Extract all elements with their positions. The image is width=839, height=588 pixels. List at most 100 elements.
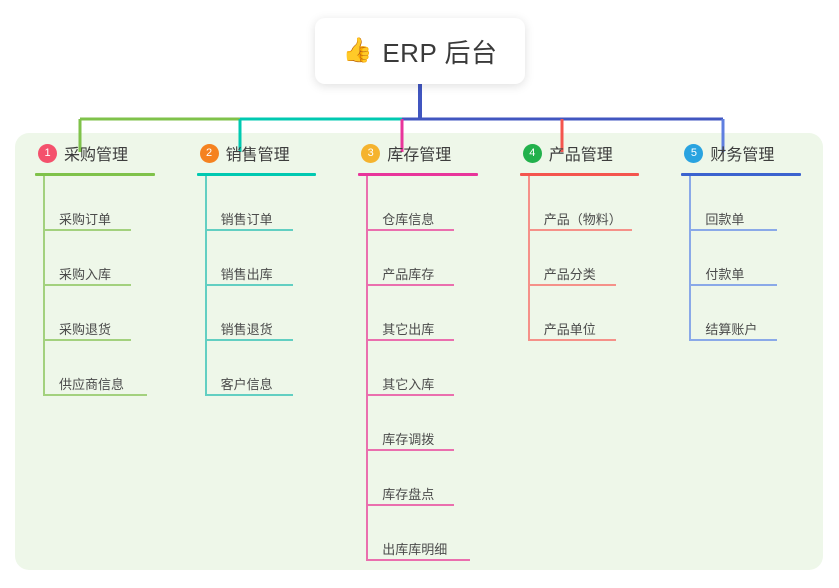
column-items: 产品（物料） 产品分类产品单位: [527, 176, 662, 341]
menu-item-label: 库存盘点: [382, 487, 435, 502]
menu-item[interactable]: 采购订单: [43, 176, 177, 231]
menu-item-rule: [366, 229, 455, 231]
column-title: 采购管理: [64, 147, 129, 164]
column-header-rule: [358, 173, 478, 176]
menu-item-rule: [689, 339, 778, 341]
column-header-产品管理[interactable]: 4 产品管理: [500, 133, 662, 173]
column-index-badge: 2: [199, 143, 219, 163]
column-header-采购管理[interactable]: 1 采购管理: [15, 133, 177, 173]
menu-item-rule: [689, 284, 778, 286]
column-index-badge: 1: [38, 143, 57, 163]
menu-item-rule: [204, 229, 293, 231]
column-index-badge: 5: [684, 143, 704, 163]
menu-item-label: 其它出库: [382, 322, 435, 337]
column-spine: [527, 176, 530, 341]
menu-item[interactable]: 结算账户: [689, 286, 823, 341]
menu-item[interactable]: 付款单: [689, 231, 823, 286]
menu-item[interactable]: 销售退货: [204, 286, 339, 341]
menu-item-rule: [366, 559, 471, 561]
menu-item-label: 销售退货: [220, 322, 273, 337]
column-spine: [204, 176, 207, 396]
menu-item[interactable]: 销售出库: [204, 231, 339, 286]
root-node-title: ERP 后台: [382, 37, 498, 68]
menu-item-rule: [527, 339, 616, 341]
menu-item[interactable]: 库存盘点: [366, 451, 500, 506]
menu-item[interactable]: 产品（物料）: [527, 176, 662, 231]
menu-item-rule: [527, 284, 616, 286]
menu-item-label: 产品（物料）: [543, 212, 622, 227]
menu-item-rule: [43, 394, 147, 396]
thumbs-up-icon: 👍: [342, 37, 373, 64]
menu-item-label: 产品库存: [382, 267, 435, 282]
menu-item[interactable]: 供应商信息: [43, 341, 177, 396]
menu-item-rule: [43, 229, 131, 231]
menu-item[interactable]: 客户信息: [204, 341, 339, 396]
menu-item[interactable]: 产品单位: [527, 286, 662, 341]
menu-item-label: 库存调拨: [382, 432, 435, 447]
columns-container: 1 采购管理采购订单采购入库采购退货供应商信息 2 销售管理销售订单销售出库销售退货客…: [15, 133, 823, 570]
column-header-rule: [35, 173, 155, 176]
column-spine: [366, 176, 369, 561]
column-header-rule: [196, 173, 317, 176]
column-items: 销售订单销售出库销售退货客户信息: [204, 176, 339, 396]
column-header-rule: [519, 173, 640, 176]
menu-item-label: 其它入库: [382, 377, 435, 392]
menu-item[interactable]: 出库库明细: [366, 506, 500, 561]
menu-item-rule: [43, 339, 131, 341]
menu-item[interactable]: 采购入库: [43, 231, 177, 286]
column-产品管理: 4 产品管理产品（物料） 产品分类产品单位: [500, 133, 662, 570]
column-header-财务管理[interactable]: 5 财务管理: [661, 133, 823, 173]
menu-item[interactable]: 采购退货: [43, 286, 177, 341]
menu-item-rule: [689, 229, 778, 231]
column-items: 仓库信息产品库存其它出库其它入库库存调拨库存盘点出库库明细: [366, 176, 500, 561]
menu-item-rule: [204, 394, 293, 396]
menu-item[interactable]: 销售订单: [204, 176, 339, 231]
menu-item-label: 结算账户: [705, 322, 758, 337]
connector-lines: [78, 84, 725, 152]
column-items: 采购订单采购入库采购退货供应商信息: [43, 176, 177, 396]
column-header-销售管理[interactable]: 2 销售管理: [177, 133, 339, 173]
menu-item-label: 采购退货: [59, 322, 112, 337]
menu-item-label: 客户信息: [220, 377, 273, 392]
menu-item[interactable]: 产品库存: [366, 231, 500, 286]
menu-item-rule: [366, 449, 455, 451]
menu-item-rule: [43, 284, 131, 286]
menu-item-rule: [204, 339, 293, 341]
column-财务管理: 5 财务管理回款单付款单结算账户: [661, 133, 823, 570]
menu-item-label: 供应商信息: [59, 377, 125, 392]
column-销售管理: 2 销售管理销售订单销售出库销售退货客户信息: [177, 133, 339, 570]
menu-item-label: 仓库信息: [382, 212, 435, 227]
menu-item-rule: [366, 504, 455, 506]
root-node-erp-backend[interactable]: 👍 ERP 后台: [315, 18, 525, 84]
menu-item-label: 产品单位: [543, 322, 596, 337]
column-title: 产品管理: [548, 147, 613, 164]
column-header-rule: [681, 173, 801, 176]
menu-item[interactable]: 库存调拨: [366, 396, 500, 451]
column-采购管理: 1 采购管理采购订单采购入库采购退货供应商信息: [15, 133, 177, 570]
menu-item-rule: [204, 284, 293, 286]
menu-item[interactable]: 仓库信息: [366, 176, 500, 231]
menu-item[interactable]: 回款单: [689, 176, 823, 231]
column-spine: [689, 176, 692, 341]
column-index-badge: 3: [361, 143, 381, 163]
menu-item-label: 采购入库: [59, 267, 112, 282]
column-spine: [43, 176, 45, 396]
menu-item-label: 销售订单: [220, 212, 273, 227]
column-index-badge: 4: [522, 143, 542, 163]
menu-item[interactable]: 产品分类: [527, 231, 662, 286]
menu-item-label: 销售出库: [220, 267, 273, 282]
menu-item-label: 出库库明细: [382, 542, 448, 557]
menu-item-rule: [527, 229, 632, 231]
column-title: 销售管理: [225, 147, 290, 164]
menu-item-label: 回款单: [705, 212, 745, 227]
menu-item-rule: [366, 394, 455, 396]
menu-item[interactable]: 其它入库: [366, 341, 500, 396]
diagram-panel: [15, 133, 823, 570]
column-items: 回款单付款单结算账户: [689, 176, 823, 341]
menu-item-label: 产品分类: [543, 267, 596, 282]
menu-item-label: 采购订单: [59, 212, 112, 227]
menu-item[interactable]: 其它出库: [366, 286, 500, 341]
column-title: 财务管理: [710, 147, 775, 164]
